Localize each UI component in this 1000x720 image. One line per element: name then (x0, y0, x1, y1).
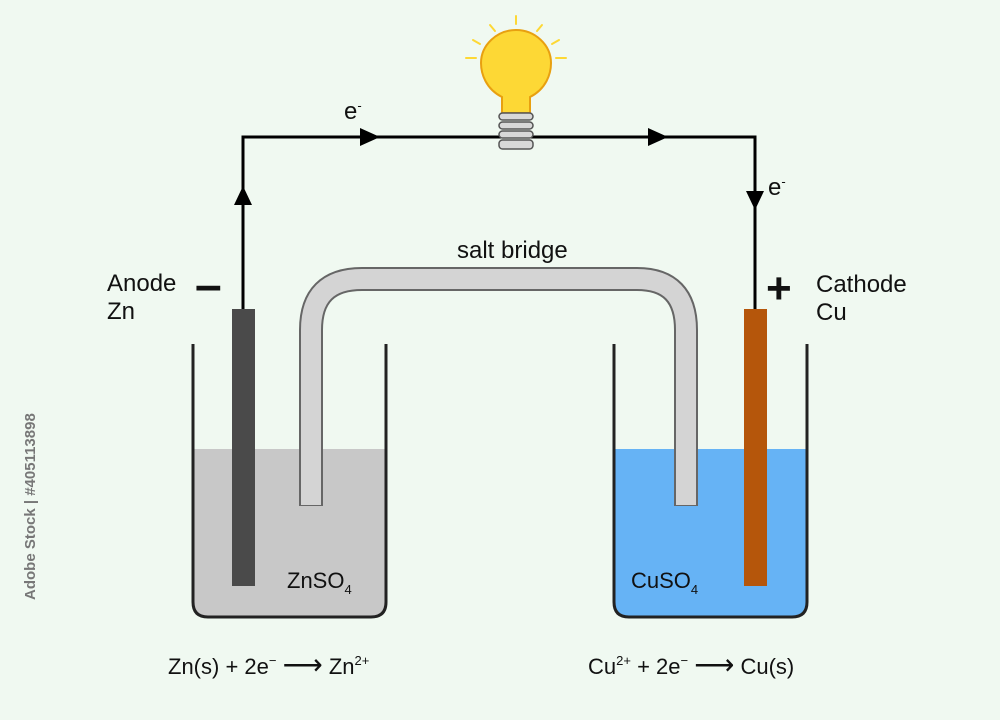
zinc-anode-electrode (232, 309, 255, 586)
electron-arrow-down-icon (746, 191, 764, 210)
right-solution-label: CuSO4 (631, 568, 699, 597)
left-solution-label: ZnSO4 (287, 568, 352, 597)
electron-label-top: e- (344, 98, 362, 125)
copper-cathode-electrode (744, 309, 767, 586)
salt-bridge-label: salt bridge (457, 237, 568, 264)
cathode-label: Cathode (816, 271, 907, 298)
negative-sign-icon: – (195, 259, 222, 312)
anode-half-reaction: Zn(s) + 2e− ⟶ Zn2+ (168, 649, 370, 680)
electron-label-right: e- (768, 174, 786, 201)
electron-arrow-right-icon (648, 128, 668, 146)
circuit-wire (241, 135, 757, 310)
stock-id-watermark: Adobe Stock | #405113898 (22, 413, 39, 600)
anode-label: Anode (107, 270, 177, 297)
cathode-metal-label: Cu (816, 299, 847, 326)
electron-arrow-right-icon (360, 128, 380, 146)
cathode-half-reaction: Cu2+ + 2e− ⟶ Cu(s) (588, 649, 795, 680)
positive-sign-icon: + (766, 264, 792, 313)
left-beaker (191, 344, 388, 619)
electron-arrow-up-icon (234, 186, 252, 205)
anode-metal-label: Zn (107, 298, 136, 325)
right-beaker (612, 344, 809, 619)
light-bulb-icon (465, 15, 567, 150)
salt-bridge (299, 267, 698, 506)
